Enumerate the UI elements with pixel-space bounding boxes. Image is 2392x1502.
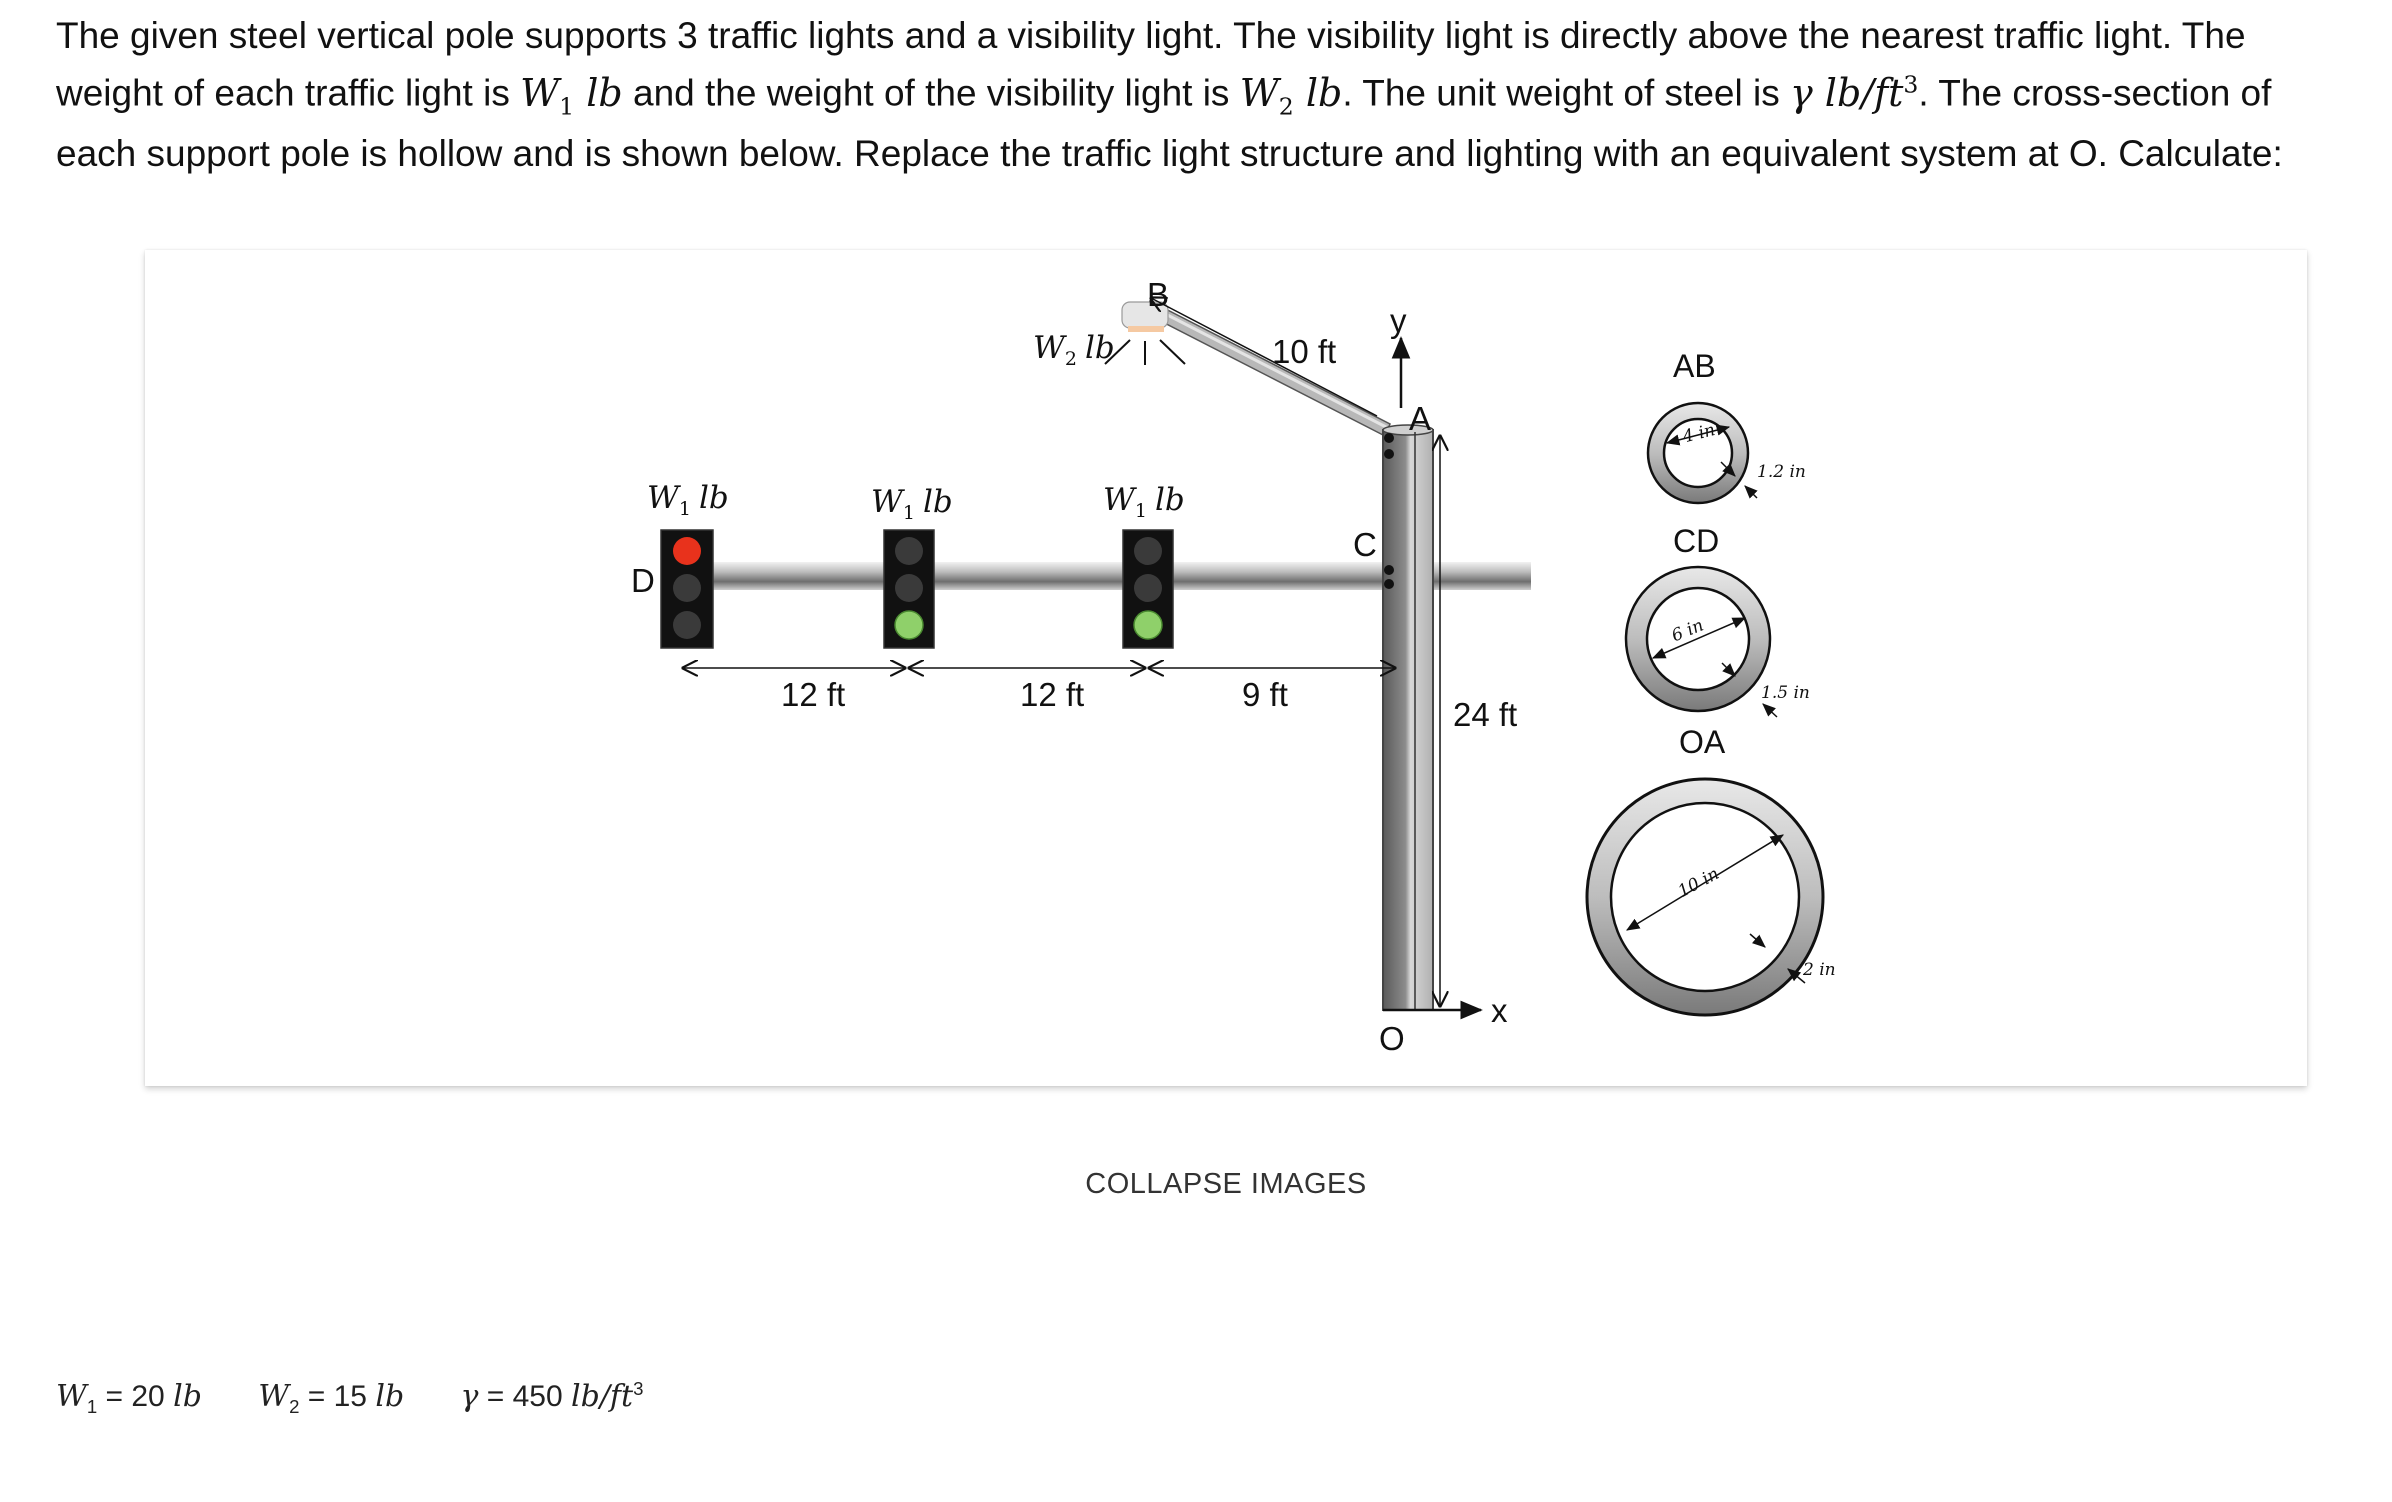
label-y: y bbox=[1390, 302, 1407, 339]
collapse-images-link[interactable]: COLLAPSE IMAGES bbox=[1085, 1168, 1367, 1200]
traffic-light-d bbox=[660, 529, 714, 649]
problem-line-2: weight of each traffic light is W1 lb an… bbox=[56, 70, 2272, 121]
arm-ab bbox=[1144, 299, 1391, 438]
section-cd: CD 6 in 1.5 in bbox=[1624, 523, 1810, 718]
label-d: D bbox=[631, 562, 655, 599]
given-w2: W2 = 15 lb bbox=[258, 1379, 405, 1417]
label-c: C bbox=[1353, 526, 1377, 563]
bolts bbox=[1384, 433, 1394, 589]
section-ab-title: AB bbox=[1673, 348, 1716, 384]
dim-12ft-b: 12 ft bbox=[1020, 676, 1084, 713]
pole-oa bbox=[1382, 424, 1434, 1011]
section-cd-thickness: 1.5 in bbox=[1761, 683, 1810, 703]
green-lamp bbox=[1133, 610, 1163, 640]
traffic-light-nearest bbox=[1122, 529, 1174, 649]
label-a: A bbox=[1409, 400, 1431, 437]
problem-statement: The given steel vertical pole supports 3… bbox=[56, 12, 2356, 178]
label-o: O bbox=[1379, 1020, 1405, 1057]
section-oa-thickness: 2 in bbox=[1802, 960, 1836, 980]
section-oa-title: OA bbox=[1679, 724, 1726, 760]
dim-10ft: 10 ft bbox=[1272, 333, 1336, 370]
figure-card: 12 ft 12 ft 9 ft 24 ft 10 ft B A C D O y… bbox=[145, 250, 2307, 1086]
given-gamma: γ = 450 lb/ft3 bbox=[460, 1378, 644, 1414]
problem-line-1: The given steel vertical pole supports 3… bbox=[56, 15, 2246, 56]
section-ab-thickness: 1.2 in bbox=[1757, 462, 1806, 482]
section-oa: OA 10 in 2 in bbox=[1585, 724, 1836, 1017]
red-lamp bbox=[673, 537, 701, 565]
traffic-pole-diagram: 12 ft 12 ft 9 ft 24 ft 10 ft B A C D O y… bbox=[631, 276, 1836, 1057]
dim-12ft-a: 12 ft bbox=[781, 676, 845, 713]
dim-24ft: 24 ft bbox=[1453, 696, 1517, 733]
traffic-light-middle bbox=[883, 529, 935, 649]
visibility-light bbox=[1104, 301, 1186, 365]
section-ab: AB 4 in 1.2 in bbox=[1646, 348, 1806, 505]
section-cd-title: CD bbox=[1673, 523, 1719, 559]
dim-9ft: 9 ft bbox=[1242, 676, 1288, 713]
green-lamp bbox=[894, 610, 924, 640]
given-values: W1 = 20 lb W2 = 15 lb γ = 450 lb/ft3 bbox=[56, 1378, 691, 1418]
problem-line-3: each support pole is hollow and is shown… bbox=[56, 133, 2283, 175]
given-w1: W1 = 20 lb bbox=[56, 1379, 202, 1417]
dim-line-ab bbox=[1151, 298, 1378, 417]
label-x: x bbox=[1491, 992, 1508, 1029]
label-b: B bbox=[1147, 276, 1169, 313]
